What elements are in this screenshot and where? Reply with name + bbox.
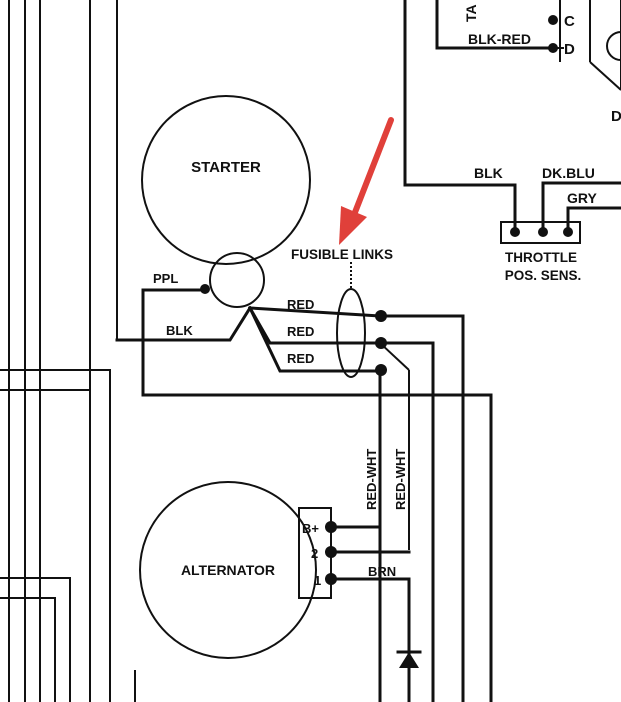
wire-label-red-wht-1: RED-WHT xyxy=(364,449,379,510)
starter-label: STARTER xyxy=(191,159,261,176)
fusible-links-label: FUSIBLE LINKS xyxy=(291,247,393,262)
wire-label-red-3: RED xyxy=(287,351,314,366)
terminal-c-label: C xyxy=(564,13,575,30)
throttle-sensor-connector xyxy=(500,221,581,244)
wire-label-blk-tps: BLK xyxy=(474,165,503,181)
diode-icon xyxy=(396,650,422,668)
terminal-b-plus-label: B+ xyxy=(302,521,319,536)
alternator: ALTERNATOR B+ 2 1 BRN RED-WHT RED-WHT xyxy=(139,449,411,702)
throttle-label-line2: POS. SENS. xyxy=(505,268,582,283)
terminal-2-label: 2 xyxy=(311,546,318,561)
arrow-icon xyxy=(339,117,394,245)
top-right-partial-letter: D xyxy=(611,108,621,125)
wire-label-red-wht-2: RED-WHT xyxy=(393,449,408,510)
terminal-d-label: D xyxy=(564,41,575,58)
wire-label-brn: BRN xyxy=(368,564,396,579)
alternator-circle xyxy=(139,481,317,659)
starter-circle xyxy=(141,95,311,265)
wire-label-gry: GRY xyxy=(567,190,597,206)
wire-label-blk-red: BLK-RED xyxy=(468,31,531,47)
fusible-links-ring xyxy=(336,288,366,378)
wire-label-red-1: RED xyxy=(287,297,314,312)
throttle-label-line1: THROTTLE xyxy=(505,250,577,265)
starter-wiring: PPL BLK RED RED RED xyxy=(115,271,493,702)
starter: STARTER xyxy=(141,95,311,308)
top-module-circle xyxy=(606,31,621,61)
alternator-label: ALTERNATOR xyxy=(181,562,275,578)
terminal-1-label: 1 xyxy=(314,573,321,588)
starter-solenoid xyxy=(209,252,265,308)
fusible-links: FUSIBLE LINKS xyxy=(291,247,393,378)
wire-label-ppl: PPL xyxy=(153,271,178,286)
wire-label-red-2: RED xyxy=(287,324,314,339)
throttle-position-sensor: BLK DK.BLU GRY THROTTLE POS. SENS. xyxy=(403,0,621,283)
top-module: TA C D BLK-RED D xyxy=(435,0,621,125)
left-bus-lines xyxy=(0,0,136,702)
wire-label-dk-blu: DK.BLU xyxy=(542,165,595,181)
top-partial-label: TA xyxy=(463,4,479,22)
terminal-dot xyxy=(548,15,558,25)
wire-label-blk: BLK xyxy=(166,323,193,338)
